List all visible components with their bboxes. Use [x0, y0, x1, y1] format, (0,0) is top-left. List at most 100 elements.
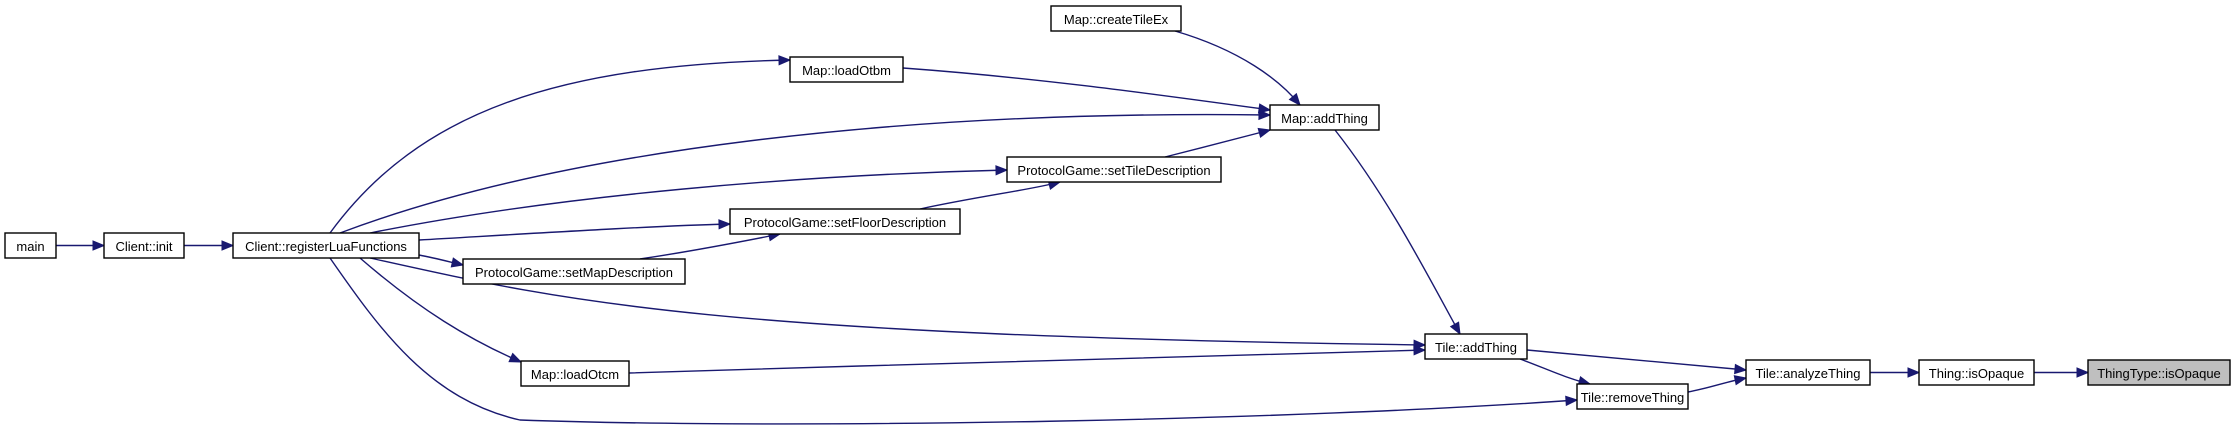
edge-line: [1334, 129, 1461, 335]
arrowhead: [1907, 367, 1921, 378]
edge-tile-add-thing-to-tile-remove-thing: [1519, 358, 1592, 387]
edge-set-map-desc-to-set-floor-desc: [639, 231, 782, 260]
arrowhead: [1734, 363, 1748, 375]
node-set-map-desc[interactable]: ProtocolGame::setMapDescription: [462, 258, 686, 285]
node-label: Map::addThing: [1281, 111, 1368, 126]
edge-line: [329, 59, 791, 234]
node-thing-is-opaque[interactable]: Thing::isOpaque: [1918, 359, 2035, 386]
edge-load-otcm-to-tile-add-thing: [628, 345, 1427, 374]
arrowhead: [718, 219, 732, 230]
edge-create-tile-ex-to-map-add-thing: [1174, 30, 1301, 107]
edge-register-lua-to-tile-remove-thing: [329, 257, 1579, 425]
edge-register-lua-to-load-otcm: [359, 257, 523, 363]
node-tile-add-thing[interactable]: Tile::addThing: [1424, 333, 1528, 360]
edge-line: [628, 349, 1426, 374]
node-label: Map::loadOtbm: [802, 63, 891, 78]
edge-line: [369, 257, 1426, 346]
arrowhead: [508, 352, 523, 363]
edge-tile-analyze-thing-to-thing-is-opaque: [1870, 367, 1921, 378]
node-register-lua[interactable]: Client::registerLuaFunctions: [232, 232, 420, 259]
node-label: main: [16, 239, 44, 254]
edge-line: [1174, 30, 1301, 106]
node-create-tile-ex[interactable]: Map::createTileEx: [1050, 5, 1182, 32]
node-box: [1918, 359, 2035, 386]
node-load-otcm[interactable]: Map::loadOtcm: [520, 360, 630, 387]
node-main[interactable]: main: [4, 232, 57, 259]
edge-line: [339, 113, 1271, 234]
node-label: ProtocolGame::setTileDescription: [1017, 163, 1210, 178]
edge-main-to-client-init: [56, 240, 106, 251]
node-box: [1745, 359, 1871, 386]
edge-line: [329, 257, 1578, 425]
arrowhead: [1413, 345, 1427, 356]
edge-line: [1164, 129, 1271, 158]
node-label: Tile::addThing: [1435, 340, 1517, 355]
node-box: [1269, 104, 1380, 131]
edge-client-init-to-register-lua: [184, 240, 235, 251]
node-label: Client::init: [115, 239, 172, 254]
edge-line: [369, 169, 1008, 234]
edge-thing-is-opaque-to-thingtype-is-opaque: [2034, 367, 2090, 378]
edge-register-lua-to-set-floor-desc: [418, 219, 732, 241]
edge-map-add-thing-to-tile-add-thing: [1334, 129, 1461, 336]
nodes-layer: main Client::init Client::registerLuaFunct…: [4, 5, 2231, 410]
edge-line: [919, 181, 1061, 210]
edge-line: [418, 223, 731, 241]
edge-tile-remove-thing-to-tile-analyze-thing: [1687, 375, 1748, 393]
node-box: [103, 232, 185, 259]
node-label: ThingType::isOpaque: [2097, 366, 2221, 381]
node-label: Tile::analyzeThing: [1755, 366, 1860, 381]
arrowhead: [1733, 375, 1748, 386]
node-box: [520, 360, 630, 387]
arrowhead: [1257, 103, 1272, 114]
node-map-add-thing[interactable]: Map::addThing: [1269, 104, 1380, 131]
node-label: Client::registerLuaFunctions: [245, 239, 407, 254]
node-label: Map::loadOtcm: [531, 367, 619, 382]
edge-tile-add-thing-to-tile-analyze-thing: [1526, 349, 1748, 375]
node-box: [1576, 383, 1689, 410]
edge-register-lua-to-set-map-desc: [418, 254, 465, 268]
node-box: [4, 232, 57, 259]
node-label: ProtocolGame::setMapDescription: [475, 265, 673, 280]
arrowhead: [995, 165, 1009, 176]
node-load-otbm[interactable]: Map::loadOtbm: [789, 56, 904, 83]
node-label: Thing::isOpaque: [1929, 366, 2024, 381]
edge-set-tile-desc-to-map-add-thing: [1164, 127, 1272, 158]
node-set-tile-desc[interactable]: ProtocolGame::setTileDescription: [1006, 156, 1222, 183]
arrowhead: [1565, 395, 1579, 407]
edge-line: [639, 233, 781, 260]
arrowhead: [221, 240, 235, 251]
edge-line: [1526, 349, 1747, 371]
arrowhead: [450, 257, 465, 268]
edge-set-floor-desc-to-set-tile-desc: [919, 179, 1062, 210]
node-box: [1006, 156, 1222, 183]
edge-line: [902, 67, 1271, 111]
node-box: [789, 56, 904, 83]
node-client-init[interactable]: Client::init: [103, 232, 185, 259]
arrowhead: [92, 240, 106, 251]
node-tile-analyze-thing[interactable]: Tile::analyzeThing: [1745, 359, 1871, 386]
node-label: Tile::removeThing: [1581, 390, 1685, 405]
node-label: Map::createTileEx: [1064, 12, 1169, 27]
node-box: [729, 208, 961, 235]
node-box: [1424, 333, 1528, 360]
node-label: ProtocolGame::setFloorDescription: [744, 215, 946, 230]
edge-load-otbm-to-map-add-thing: [902, 67, 1272, 114]
node-box: [1050, 5, 1182, 32]
edges-layer: [56, 30, 2090, 425]
node-box: [462, 258, 686, 285]
edge-register-lua-to-set-tile-desc: [369, 165, 1009, 234]
arrowhead: [1257, 127, 1272, 139]
arrowhead: [778, 55, 792, 66]
node-box: [232, 232, 420, 259]
node-thingtype-is-opaque[interactable]: ThingType::isOpaque: [2087, 359, 2231, 386]
node-set-floor-desc[interactable]: ProtocolGame::setFloorDescription: [729, 208, 961, 235]
node-box: [2087, 359, 2231, 386]
arrowhead: [2076, 367, 2090, 378]
node-tile-remove-thing[interactable]: Tile::removeThing: [1576, 383, 1689, 410]
edge-register-lua-to-load-otbm: [329, 55, 792, 234]
arrowhead: [1288, 92, 1301, 107]
edge-line: [359, 257, 522, 363]
arrowhead: [1449, 321, 1461, 336]
